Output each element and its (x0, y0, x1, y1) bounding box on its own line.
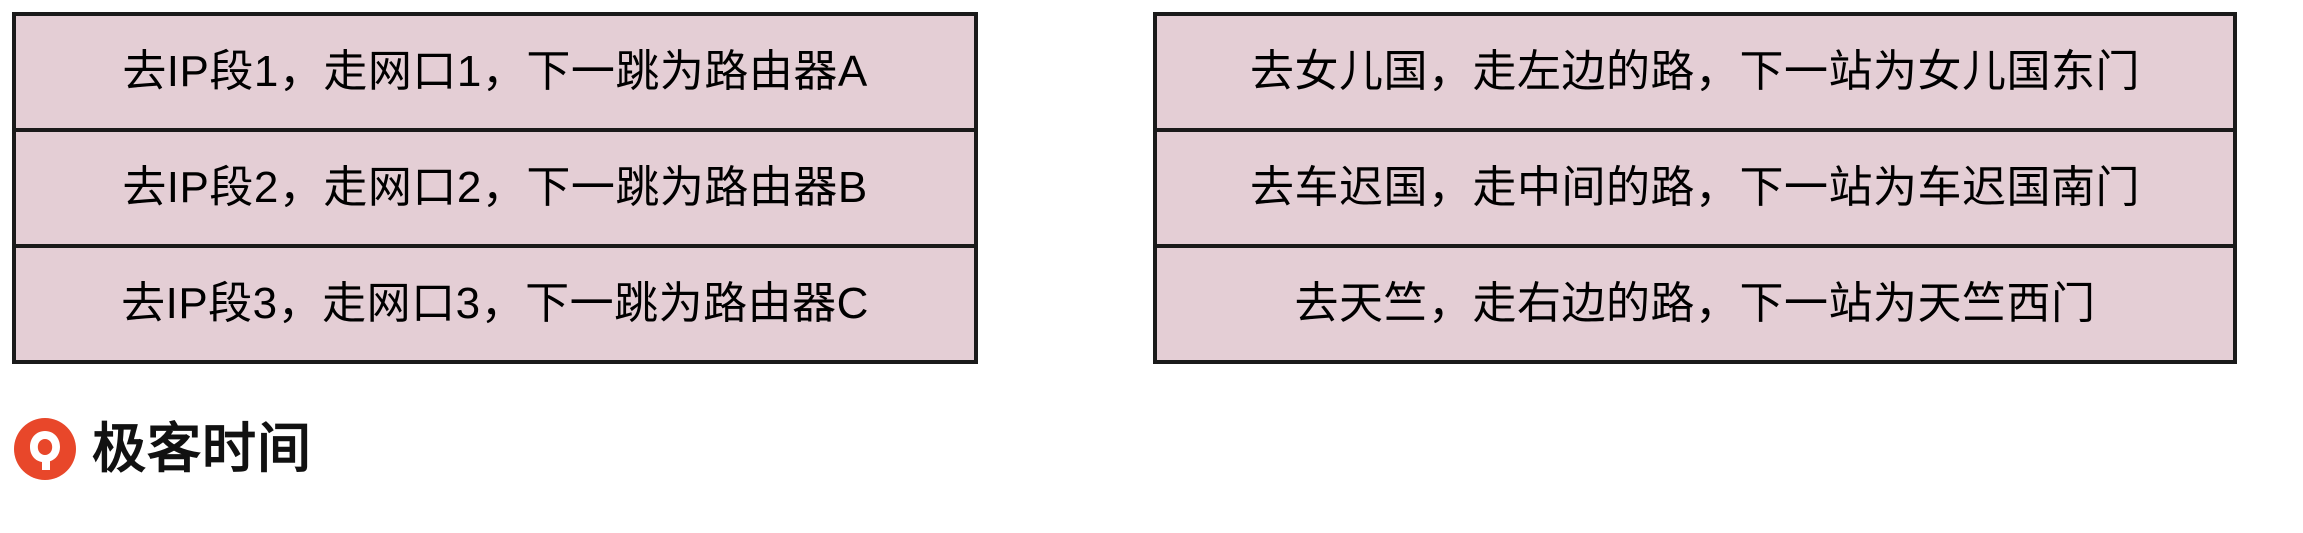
table-row: 去女儿国，走左边的路，下一站为女儿国东门 (1157, 16, 2233, 132)
table-cell-text: 去女儿国，走左边的路，下一站为女儿国东门 (1250, 46, 2140, 96)
table-cell-text: 去天竺，走右边的路，下一站为天竺西门 (1294, 278, 2096, 328)
table-row: 去天竺，走右边的路，下一站为天竺西门 (1157, 248, 2233, 360)
table-cell-text: 去IP段2，走网口2，下一跳为路由器B (122, 162, 868, 212)
journey-table-right: 去女儿国，走左边的路，下一站为女儿国东门 去车迟国，走中间的路，下一站为车迟国南… (1153, 12, 2237, 364)
geekbang-mark-icon (14, 418, 76, 480)
table-cell-text: 去IP段1，走网口1，下一跳为路由器A (122, 46, 868, 96)
brand-name: 极客时间 (92, 419, 312, 479)
table-row: 去IP段2，走网口2，下一跳为路由器B (16, 132, 974, 248)
table-cell-text: 去车迟国，走中间的路，下一站为车迟国南门 (1250, 162, 2140, 212)
routing-table-left: 去IP段1，走网口1，下一跳为路由器A 去IP段2，走网口2，下一跳为路由器B … (12, 12, 978, 364)
table-cell-text: 去IP段3，走网口3，下一跳为路由器C (121, 278, 869, 328)
brand-logo: 极客时间 (14, 418, 312, 480)
table-row: 去车迟国，走中间的路，下一站为车迟国南门 (1157, 132, 2233, 248)
table-row: 去IP段3，走网口3，下一跳为路由器C (16, 248, 974, 360)
table-row: 去IP段1，走网口1，下一跳为路由器A (16, 16, 974, 132)
